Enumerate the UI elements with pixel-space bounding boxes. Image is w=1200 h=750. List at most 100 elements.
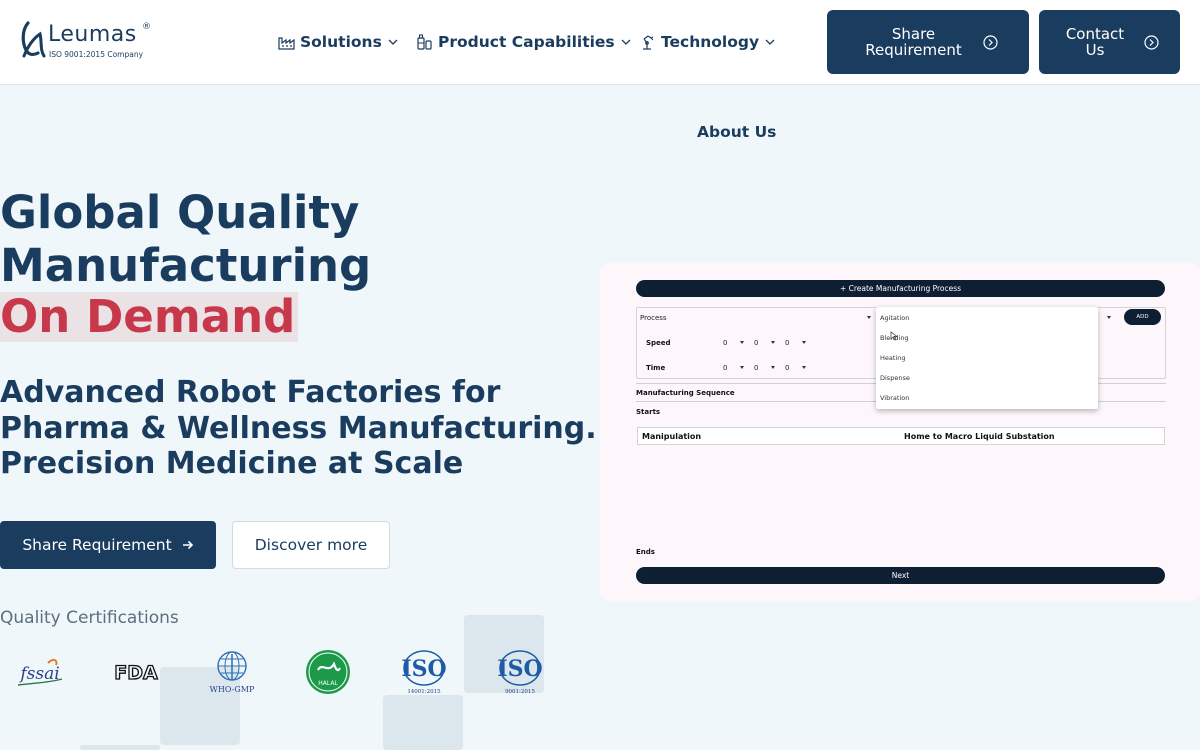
robot-arm-icon bbox=[643, 35, 654, 50]
halal-logo-icon: HALAL bbox=[306, 650, 350, 694]
nav-technology[interactable]: Technology bbox=[640, 30, 775, 54]
caret-down-icon bbox=[867, 316, 871, 319]
header-share-requirement-button[interactable]: Share Requirement bbox=[827, 10, 1029, 74]
header-contact-us-button[interactable]: Contact Us bbox=[1039, 10, 1180, 74]
time-seconds-value: 0 bbox=[785, 364, 790, 372]
share-requirement-button[interactable]: Share Requirement bbox=[0, 521, 216, 569]
bottles-icon bbox=[417, 34, 432, 50]
about-us-link[interactable]: About Us bbox=[697, 123, 777, 141]
speed-minutes-value: 0 bbox=[754, 339, 759, 347]
iso-9001-logo-icon: ISO 9001:2015 bbox=[497, 650, 543, 695]
time-hours-select[interactable]: 0 bbox=[723, 364, 744, 374]
decorative-tile bbox=[80, 745, 160, 750]
time-hours-value: 0 bbox=[723, 364, 728, 372]
fda-logo-icon: FDA bbox=[114, 661, 159, 684]
speed-seconds-value: 0 bbox=[785, 339, 790, 347]
caret-down-icon bbox=[740, 341, 744, 344]
manufacturing-sequence-heading: Manufacturing Sequence bbox=[636, 389, 735, 397]
iso-14001-logo-sub: 14001:2015 bbox=[407, 689, 441, 695]
next-button[interactable]: Next bbox=[636, 567, 1165, 584]
hero-subtitle-line-2: Pharma & Wellness Manufacturing. bbox=[0, 410, 597, 446]
discover-more-button[interactable]: Discover more bbox=[232, 521, 390, 569]
nav-product-capabilities-label: Product Capabilities bbox=[438, 33, 615, 51]
leumas-logo[interactable]: Leumas ® ISO 9001:2015 Company bbox=[18, 20, 158, 64]
logo-tagline: ISO 9001:2015 Company bbox=[49, 50, 144, 59]
dropdown-option-heating[interactable]: Heating bbox=[880, 354, 906, 362]
time-label: Time bbox=[646, 364, 666, 372]
decorative-tile bbox=[160, 667, 240, 745]
who-gmp-logo-text: WHO-GMP bbox=[210, 685, 255, 694]
arrow-circle-right-icon bbox=[1144, 34, 1159, 50]
time-seconds-select[interactable]: 0 bbox=[785, 364, 806, 374]
site-header: Leumas ® ISO 9001:2015 Company Solutions… bbox=[0, 0, 1200, 85]
hero-subtitle: Advanced Robot Factories for Pharma & We… bbox=[0, 375, 597, 482]
caret-down-icon bbox=[740, 366, 744, 369]
iso-9001-logo: ISO 9001:2015 bbox=[494, 648, 546, 696]
chevron-down-icon bbox=[621, 39, 631, 45]
sequence-row[interactable]: Manipulation Home to Macro Liquid Substa… bbox=[637, 427, 1165, 445]
halal-logo: HALAL bbox=[304, 648, 352, 696]
time-minutes-value: 0 bbox=[754, 364, 759, 372]
create-manufacturing-process-button[interactable]: + Create Manufacturing Process bbox=[636, 280, 1165, 297]
sequence-step-name: Manipulation bbox=[642, 432, 702, 441]
process-select-value: Process bbox=[640, 314, 667, 322]
factory-icon bbox=[278, 37, 295, 50]
hero-title-accent: On Demand bbox=[0, 292, 299, 342]
caret-down-icon bbox=[771, 366, 775, 369]
hero-title-line-1: Global Quality bbox=[0, 186, 360, 239]
iso-9001-logo-sub: 9001:2015 bbox=[505, 689, 535, 695]
speed-hours-value: 0 bbox=[723, 339, 728, 347]
nav-solutions[interactable]: Solutions bbox=[278, 30, 398, 54]
fda-logo: FDA bbox=[110, 648, 162, 696]
speed-minutes-select[interactable]: 0 bbox=[754, 339, 775, 349]
fssai-logo-text: fssai bbox=[18, 664, 59, 684]
caret-down-icon bbox=[1107, 316, 1111, 319]
hero-subtitle-line-3: Precision Medicine at Scale bbox=[0, 446, 464, 481]
speed-hours-select[interactable]: 0 bbox=[723, 339, 744, 349]
arrow-circle-right-icon bbox=[982, 34, 998, 50]
hero-title-line-2: Manufacturing bbox=[0, 239, 372, 292]
header-share-requirement-label: Share Requirement bbox=[865, 25, 962, 59]
halal-logo-text: HALAL bbox=[318, 680, 338, 687]
chevron-down-icon bbox=[765, 39, 775, 45]
chevron-down-icon bbox=[388, 39, 398, 45]
arrow-right-icon bbox=[182, 540, 193, 550]
hero-title: Global Quality Manufacturing bbox=[0, 186, 371, 292]
logo-registered-mark: ® bbox=[142, 22, 151, 32]
iso-14001-logo-text: ISO bbox=[401, 656, 446, 682]
sequence-step-detail: Home to Macro Liquid Substation bbox=[904, 432, 1055, 441]
caret-down-icon bbox=[771, 341, 775, 344]
who-gmp-logo-icon: WHO-GMP bbox=[210, 651, 255, 694]
ends-label: Ends bbox=[636, 548, 655, 556]
share-requirement-label: Share Requirement bbox=[22, 536, 172, 554]
add-step-button[interactable]: ADD bbox=[1124, 309, 1161, 325]
who-gmp-logo: WHO-GMP bbox=[204, 648, 260, 696]
fda-logo-text: FDA bbox=[114, 662, 158, 684]
iso-14001-logo-icon: ISO 14001:2015 bbox=[401, 650, 447, 695]
certifications-heading: Quality Certifications bbox=[0, 608, 179, 628]
mouse-cursor-icon bbox=[890, 331, 898, 341]
iso-14001-logo: ISO 14001:2015 bbox=[398, 648, 450, 696]
nav-solutions-label: Solutions bbox=[300, 33, 382, 51]
starts-label: Starts bbox=[636, 408, 661, 416]
leumas-logo-mark-icon bbox=[21, 21, 46, 58]
caret-down-icon bbox=[802, 341, 806, 344]
header-contact-us-label: Contact Us bbox=[1065, 25, 1125, 59]
second-process-select-caret[interactable] bbox=[1101, 314, 1111, 324]
logo-name: Leumas bbox=[48, 22, 137, 47]
fssai-logo: fssai bbox=[14, 648, 66, 696]
fssai-logo-icon: fssai bbox=[17, 658, 63, 686]
nav-product-capabilities[interactable]: Product Capabilities bbox=[416, 30, 631, 54]
nav-technology-label: Technology bbox=[661, 33, 760, 51]
decorative-tile bbox=[383, 695, 463, 750]
hero-subtitle-line-1: Advanced Robot Factories for bbox=[0, 375, 501, 410]
process-select[interactable]: Process bbox=[640, 314, 871, 324]
dropdown-option-agitation[interactable]: Agitation bbox=[880, 314, 910, 322]
dropdown-option-vibration[interactable]: Vibration bbox=[880, 394, 910, 402]
process-dropdown-menu: Agitation Blending Heating Dispense Vibr… bbox=[876, 307, 1098, 409]
speed-label: Speed bbox=[646, 339, 671, 347]
time-minutes-select[interactable]: 0 bbox=[754, 364, 775, 374]
iso-9001-logo-text: ISO bbox=[497, 656, 542, 682]
speed-seconds-select[interactable]: 0 bbox=[785, 339, 806, 349]
dropdown-option-dispense[interactable]: Dispense bbox=[880, 374, 910, 382]
